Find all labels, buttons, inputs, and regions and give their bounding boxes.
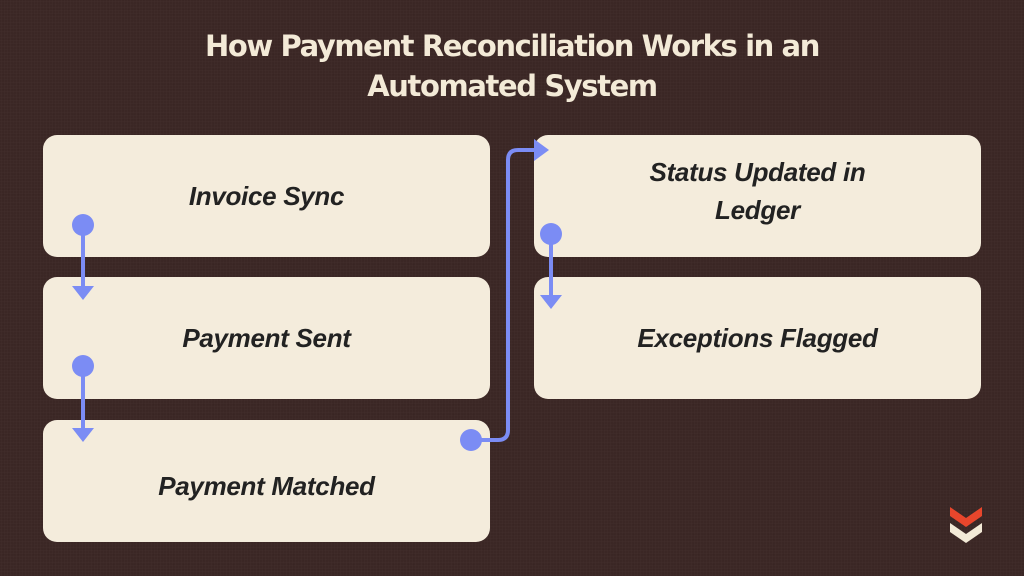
- step-card-invoice-sync: Invoice Sync: [43, 135, 490, 257]
- step-label-payment-matched: Payment Matched: [158, 471, 375, 501]
- title-line-1: How Payment Reconciliation Works in an: [205, 29, 820, 63]
- step-card-exceptions-flagged: Exceptions Flagged: [534, 277, 981, 399]
- step-card-payment-matched: Payment Matched: [43, 420, 490, 542]
- step-label-payment-sent: Payment Sent: [182, 323, 351, 353]
- step-label-status-updated: Status Updated in Ledger: [649, 157, 866, 225]
- chevron-stack-logo-icon: [950, 507, 982, 543]
- step-label-invoice-sync: Invoice Sync: [188, 181, 345, 211]
- step-card-payment-sent: Payment Sent: [43, 277, 490, 399]
- step-card-status-updated: Status Updated in Ledger: [534, 135, 981, 257]
- title-line-2: Automated System: [367, 69, 658, 103]
- diagram-title: How Payment Reconciliation Works in an A…: [112, 26, 912, 106]
- step-label-exceptions-flagged: Exceptions Flagged: [637, 323, 878, 353]
